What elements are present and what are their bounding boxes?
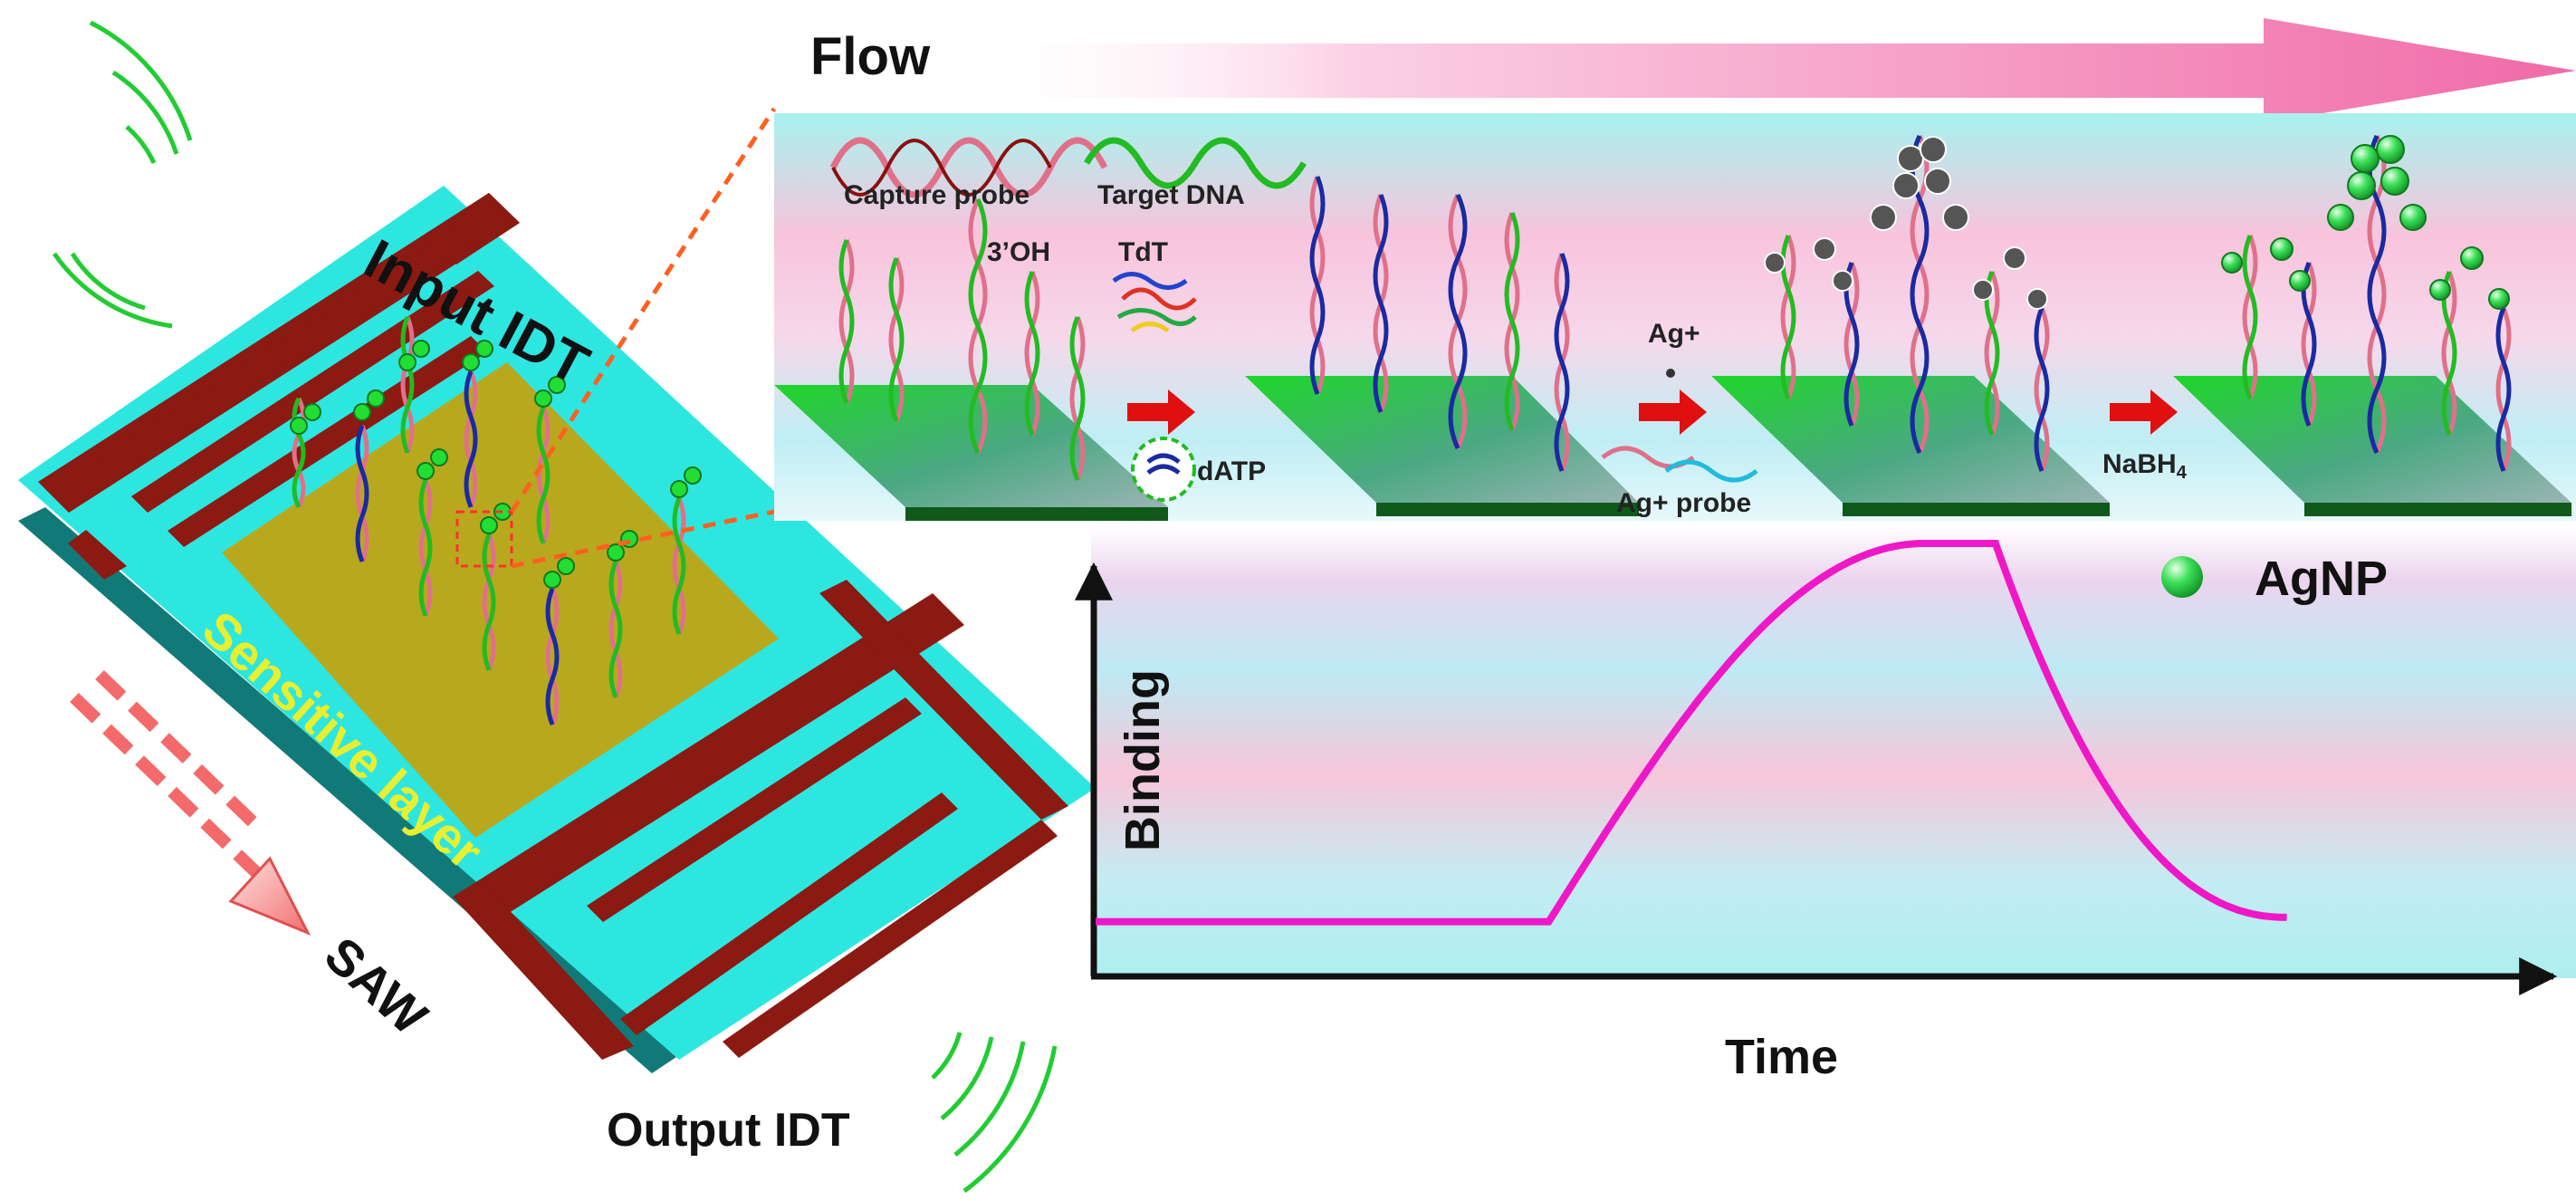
datp-icon	[1131, 437, 1196, 502]
ag-probe-label: Ag+ probe	[1616, 488, 1751, 518]
ag-ion-dot	[1666, 369, 1675, 378]
nabh4-label: NaBH4	[2102, 449, 2188, 483]
sensitive-layer-agnp-clusters	[290, 340, 702, 589]
nabh4-subscript: 4	[2177, 463, 2188, 483]
output-idt-electrode	[453, 580, 1068, 1060]
target-dna-legend-icon	[1083, 137, 1307, 189]
capture-probe-label: Capture probe	[844, 180, 1029, 210]
nabh4-main: NaBH	[2102, 449, 2177, 479]
step1-surface	[774, 197, 1168, 521]
zoom-region-box	[455, 510, 513, 568]
zoom-line-top	[509, 107, 777, 514]
ag-plus-label: Ag+	[1648, 319, 1700, 349]
time-axis-label: Time	[1725, 1030, 1838, 1084]
step-arrow-1	[1127, 389, 1195, 435]
step4-surface	[2173, 134, 2571, 516]
saw-label: SAW	[314, 926, 438, 1045]
step-arrow-2	[1639, 389, 1707, 435]
input-wave-icon	[52, 20, 193, 329]
step2-surface	[1245, 176, 1639, 516]
output-idt-label: Output IDT	[607, 1104, 850, 1157]
flow-label: Flow	[810, 27, 931, 86]
binding-axis-label: Binding	[1116, 669, 1170, 851]
output-wave-icon	[931, 1032, 1058, 1194]
step-arrow-3	[2110, 389, 2178, 435]
three-oh-label: 3’OH	[987, 237, 1050, 267]
flow-arrow	[951, 18, 2576, 123]
zoom-line-bottom	[511, 509, 775, 569]
agnp-label: AgNP	[2255, 552, 2388, 606]
target-dna-label: Target DNA	[1097, 180, 1245, 210]
binding-curve	[1096, 540, 2287, 926]
step3-surface	[1711, 134, 2110, 516]
datp-label: dATP	[1197, 456, 1266, 486]
saw-direction-arrow	[70, 669, 311, 936]
sensitive-layer-strands	[292, 316, 686, 725]
binding-graph-bg	[1091, 525, 2576, 978]
capture-probe-legend-icon	[829, 137, 1108, 198]
saw-device: Input IDT Sensitive layer SAW Output IDT	[18, 20, 1096, 1194]
agnp-legend-icon	[2161, 556, 2203, 598]
ag-probe-icon	[1601, 446, 1758, 483]
tdt-label: TdT	[1118, 237, 1168, 267]
tdt-enzyme-icon	[1112, 272, 1197, 333]
